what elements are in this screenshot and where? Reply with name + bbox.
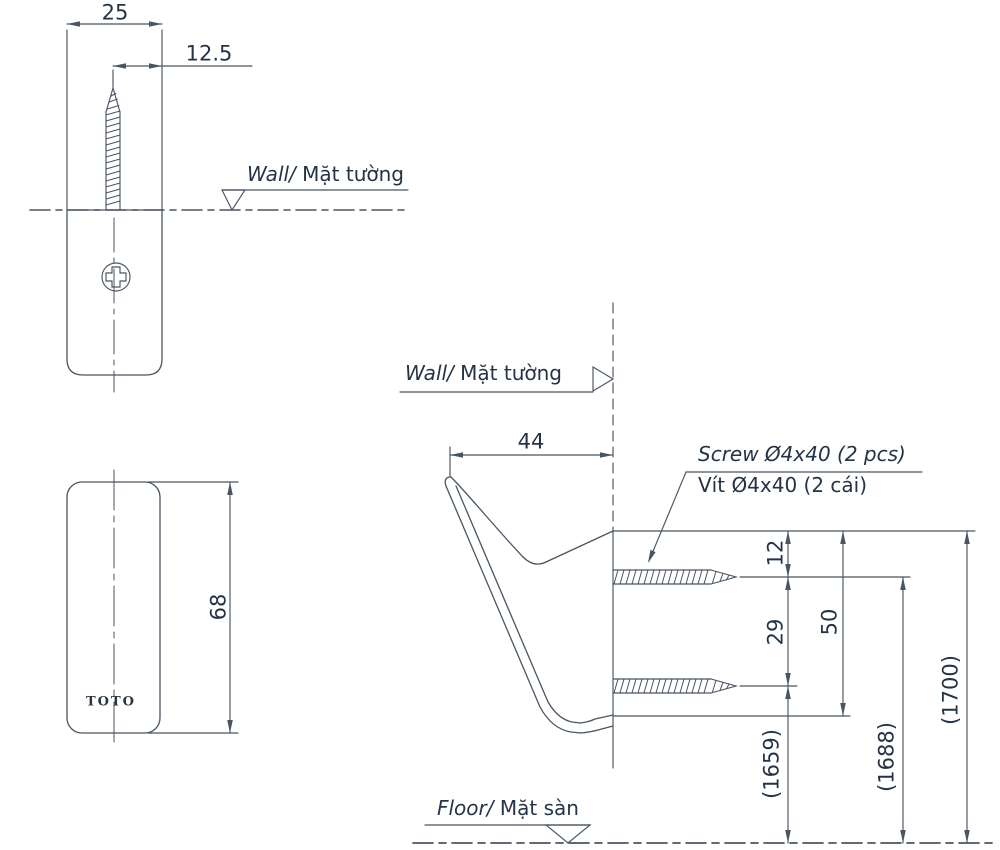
dim-chain-12-29-1659 — [785, 530, 791, 844]
front-view-part — [66, 209, 163, 376]
dim-height-68 — [147, 481, 239, 734]
wall-datum-triangle-top — [221, 189, 409, 212]
dim-depth-44 — [449, 446, 614, 477]
screw-label-vi: Vít Ø4x40 (2 cái) — [698, 473, 868, 497]
wall-label-right-en: Wall/ — [405, 361, 454, 385]
dim-1700 — [964, 530, 970, 844]
mounting-screw-bottom — [612, 678, 737, 694]
mounting-screw-top — [612, 569, 737, 585]
dim-label-depth: 44 — [517, 429, 545, 454]
wall-label-right: Wall/ Mặt tường — [405, 362, 562, 384]
dim-label-offset: 12.5 — [185, 41, 233, 66]
dim-label-50: 50 — [817, 608, 842, 636]
dim-label-12: 12 — [763, 539, 788, 567]
phillips-screw-head — [101, 262, 131, 292]
floor-label-vi: Mặt sàn — [493, 796, 579, 820]
dim-50 — [840, 530, 846, 717]
screw-label-leader — [648, 471, 923, 563]
dim-label-1688: (1688) — [874, 722, 899, 792]
dim-1688 — [900, 576, 906, 844]
wall-label-right-vi: Mặt tường — [453, 361, 562, 385]
toto-logo: TOTO — [86, 694, 136, 710]
dim-label-1659: (1659) — [759, 729, 784, 799]
elevation-extension-lines — [612, 530, 976, 717]
dim-width-25 — [66, 21, 163, 211]
floor-label: Floor/ Mặt sàn — [437, 797, 579, 819]
wall-label-top-vi: Mặt tường — [295, 162, 404, 186]
dim-offset-12-5 — [112, 63, 253, 88]
dim-label-width: 25 — [101, 0, 129, 25]
floor-datum-triangle — [424, 824, 592, 844]
dim-label-1700: (1700) — [938, 655, 963, 725]
hook-profile — [444, 476, 614, 734]
front-view-screw — [105, 87, 121, 211]
wall-label-top: Wall/ Mặt tường — [247, 163, 404, 185]
wall-datum-triangle-right — [399, 365, 615, 393]
floor-label-en: Floor/ — [437, 796, 494, 820]
wall-label-top-en: Wall/ — [247, 162, 296, 186]
dim-label-height: 68 — [206, 593, 231, 621]
screw-label-en: Screw Ø4x40 (2 pcs) — [698, 442, 906, 466]
dim-label-29: 29 — [763, 618, 788, 646]
